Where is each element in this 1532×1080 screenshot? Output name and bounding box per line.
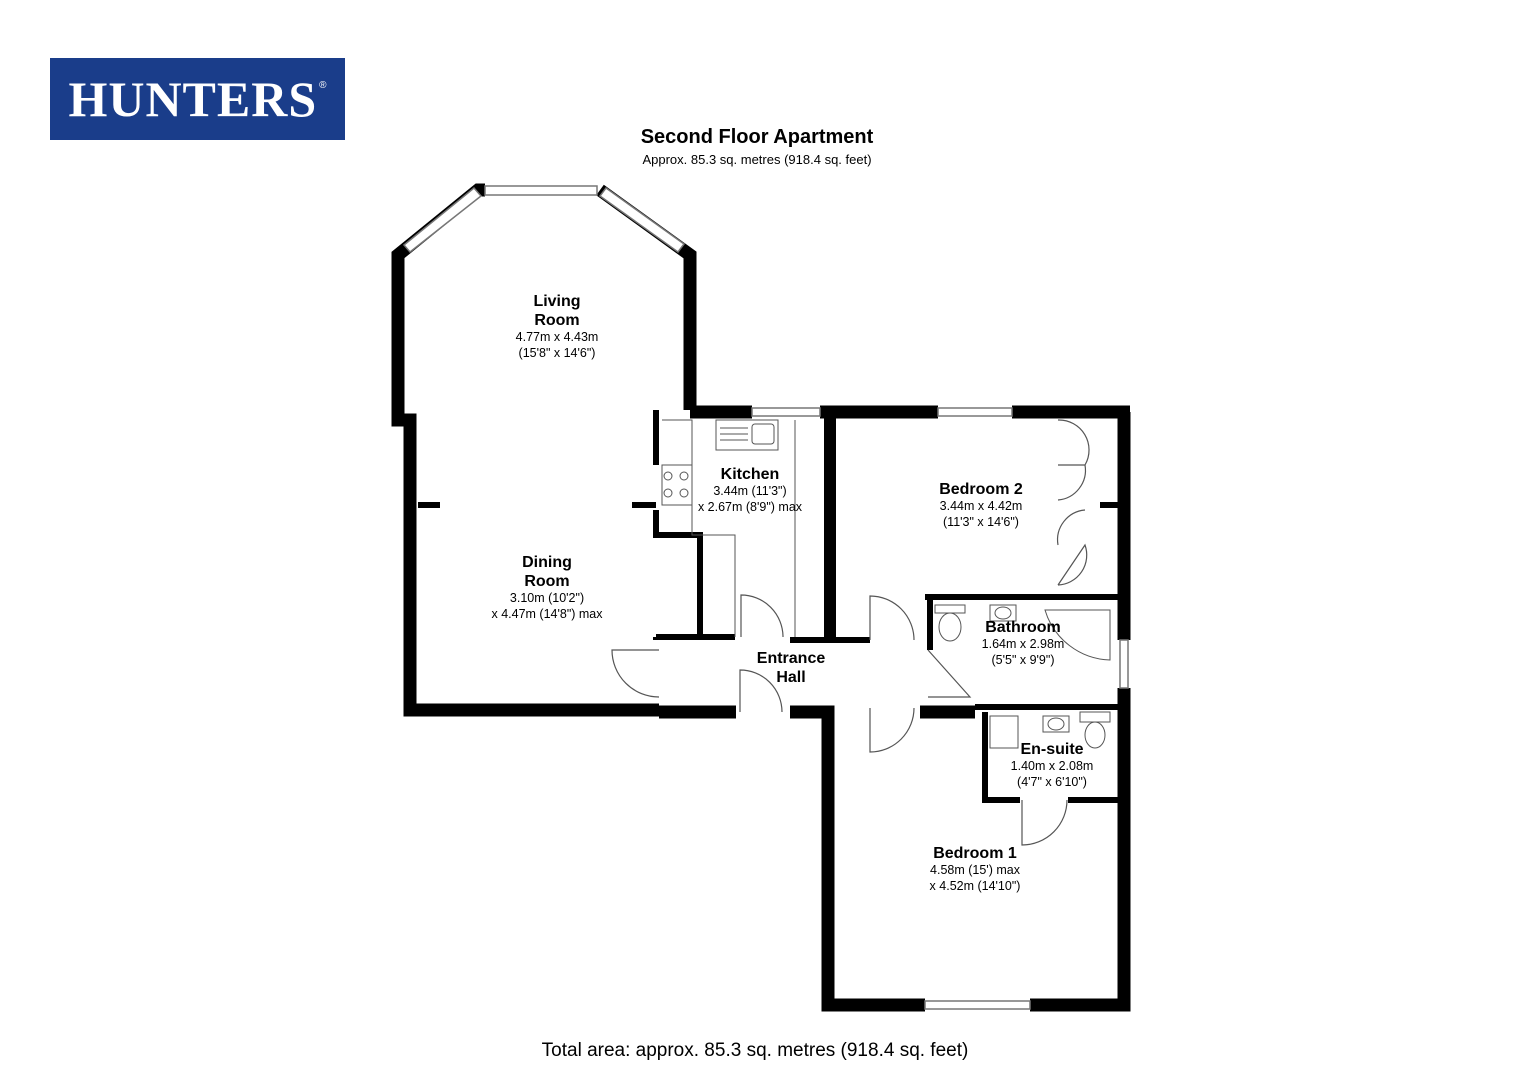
- east-wall-lower: [1030, 688, 1131, 1012]
- kitchen-fittings: [661, 419, 796, 637]
- basin: [989, 604, 1017, 622]
- kitchen-label: Kitchen 3.44m (11'3") x 2.67m (8'9") max: [640, 465, 860, 515]
- ensuite-name: En-suite: [1020, 741, 1084, 758]
- ensuite-door: [1021, 799, 1068, 846]
- ensuite-toilet: [1084, 721, 1106, 749]
- dining-room-label: Dining Room 3.10m (10'2") x 4.47m (14'8"…: [437, 553, 657, 623]
- hunters-logo: HUNTERS ®: [50, 58, 345, 140]
- living-dining-walls: [391, 183, 697, 717]
- bay-window-center: [484, 185, 598, 196]
- kitchen-window: [751, 407, 821, 417]
- front-door: [611, 649, 660, 698]
- kitchen-dim-1: 3.44m (11'3"): [713, 484, 787, 499]
- entrance-hall-name-2: Hall: [776, 669, 806, 687]
- bedroom1-dim-2: x 4.52m (14'10"): [929, 878, 1021, 893]
- ensuite-basin: [1042, 715, 1070, 733]
- dining-room-name-1: Dining: [522, 554, 572, 571]
- dining-room-dim-1: 3.10m (10'2"): [509, 591, 585, 606]
- shower-tray: [1044, 609, 1111, 661]
- bedroom2-door: [869, 595, 915, 641]
- bedroom1-name: Bedroom 1: [933, 845, 1017, 862]
- worktop: [662, 419, 736, 637]
- bathroom-fittings: [934, 604, 1111, 749]
- kitchen-name: Kitchen: [720, 466, 780, 483]
- ensuite-cistern: [1079, 711, 1111, 723]
- registered-mark: ®: [319, 80, 327, 91]
- wardrobe-door-4: [1057, 543, 1088, 586]
- bathroom-label: Bathroom 1.64m x 2.98m (5'5" x 9'9"): [913, 618, 1133, 668]
- dining-room-dim-2: x 4.47m (14'8") max: [491, 607, 603, 621]
- plan-subtitle: Approx. 85.3 sq. metres (918.4 sq. feet): [642, 152, 872, 167]
- bay-window-left: [402, 186, 483, 254]
- bay-window-right: [598, 186, 686, 254]
- bathroom-window: [1119, 639, 1129, 689]
- bedroom2-dim-2: (11'3" x 14'6"): [943, 514, 1019, 529]
- bedroom2-dim-1: 3.44m x 4.42m: [939, 499, 1023, 514]
- ensuite-label: En-suite 1.40m x 2.08m (4'7" x 6'10"): [942, 740, 1162, 790]
- windows: [402, 185, 1129, 1010]
- entrance-hall-name-1: Entrance: [756, 650, 826, 667]
- dining-door: [739, 669, 783, 713]
- bedroom2-window: [937, 407, 1013, 417]
- bathroom-name: Bathroom: [985, 619, 1061, 636]
- bathroom-dim-1: 1.64m x 2.98m: [981, 637, 1065, 652]
- dining-room-name-2: Room: [524, 573, 570, 591]
- bedroom1-dim-1: 4.58m (15') max: [930, 863, 1020, 878]
- bedroom1-window: [924, 1000, 1031, 1010]
- total-area: Total area: approx. 85.3 sq. metres (918…: [541, 1040, 969, 1061]
- ensuite-west-wall: [982, 712, 1020, 803]
- bedroom1-label: Bedroom 1 4.58m (15') max x 4.52m (14'10…: [865, 844, 1085, 894]
- bedroom2-label: Bedroom 2 3.44m x 4.42m (11'3" x 14'6"): [871, 480, 1091, 530]
- toilet: [938, 612, 962, 642]
- bathroom-door: [927, 649, 972, 698]
- kitchen-door: [740, 594, 784, 638]
- living-room-name-2: Room: [534, 312, 580, 330]
- living-room-name-1: Living: [533, 293, 581, 310]
- bedroom2-name: Bedroom 2: [939, 481, 1023, 498]
- logo-text: HUNTERS: [68, 71, 318, 127]
- cistern: [934, 604, 966, 614]
- living-room-dim-2: (15'8" x 14'6"): [518, 346, 596, 360]
- ensuite-shower: [989, 715, 1019, 749]
- ensuite-dim-2: (4'7" x 6'10"): [1017, 774, 1087, 789]
- bedroom1-door: [869, 707, 915, 753]
- entrance-hall-label: Entrance Hall: [681, 649, 901, 687]
- wardrobe-door-3: [1056, 509, 1086, 546]
- sink: [715, 419, 779, 451]
- ensuite-dim-1: 1.40m x 2.08m: [1010, 759, 1094, 774]
- bedroom1-walls: [790, 705, 925, 1012]
- wardrobe-door-2: [1057, 464, 1087, 501]
- kitchen-dim-2: x 2.67m (8'9") max: [697, 499, 803, 514]
- doors: [611, 419, 1090, 846]
- bathroom-dim-2: (5'5" x 9'9"): [991, 652, 1055, 667]
- plan-title: Second Floor Apartment: [640, 126, 874, 148]
- living-room-label: Living Room 4.77m x 4.43m (15'8" x 14'6"…: [447, 292, 667, 362]
- wardrobe-door-1: [1057, 419, 1090, 466]
- living-room-dim-1: 4.77m x 4.43m: [515, 330, 599, 345]
